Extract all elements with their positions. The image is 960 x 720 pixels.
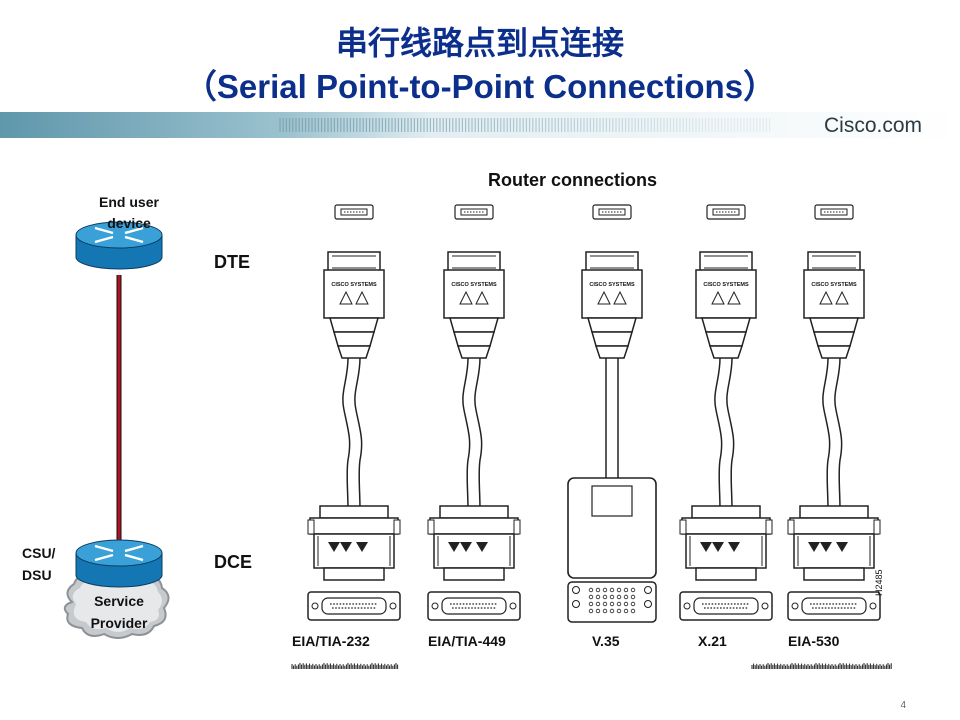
dce-label: DCE bbox=[214, 552, 253, 572]
service-provider-cloud bbox=[63, 568, 170, 639]
csu-dsu-label: CSU/DSU bbox=[22, 542, 55, 586]
figure-code: H2485 bbox=[874, 569, 884, 596]
dce-connector-5 bbox=[787, 505, 881, 581]
page-number: 4 bbox=[900, 700, 906, 711]
service-provider-line2: Provider bbox=[90, 615, 148, 631]
dce-face-4 bbox=[679, 591, 773, 621]
dte-label: DTE bbox=[214, 252, 250, 272]
dce-face-5 bbox=[787, 591, 881, 621]
end-user-label-line2: device bbox=[107, 215, 151, 231]
dte-connector-1 bbox=[323, 251, 385, 359]
cable-body-4 bbox=[714, 357, 735, 511]
csu-dsu-router bbox=[74, 538, 164, 589]
header-banner bbox=[0, 112, 960, 138]
cable-2 bbox=[427, 204, 521, 621]
csu-dsu-label-line1: CSU/ bbox=[22, 545, 56, 561]
dte-connector-3 bbox=[581, 251, 643, 359]
dte-connector-5 bbox=[803, 251, 865, 359]
cable-set bbox=[307, 204, 881, 623]
cable-body-1 bbox=[342, 357, 363, 511]
cable-4 bbox=[679, 204, 773, 621]
banner-stripes bbox=[279, 118, 771, 132]
dte-connector-4 bbox=[695, 251, 757, 359]
cisco-logo: Cisco.com bbox=[824, 114, 923, 137]
dce-face-1 bbox=[307, 591, 401, 621]
connector-label-4: X.21 bbox=[698, 633, 727, 649]
page-title-chinese: 串行线路点到点连接 bbox=[335, 24, 624, 62]
service-provider-line1: Service bbox=[94, 593, 144, 609]
cable-body-3 bbox=[605, 358, 619, 478]
v35-block-top bbox=[591, 485, 633, 517]
dte-connector-2 bbox=[443, 251, 505, 359]
cable-body-2 bbox=[462, 357, 483, 511]
connector-label-1: EIA/TIA-232 bbox=[292, 633, 370, 649]
dte-plug-2 bbox=[454, 204, 494, 220]
title-paren-close: ） bbox=[743, 68, 777, 105]
end-user-label: End user device bbox=[82, 192, 176, 234]
title-paren-open: （ bbox=[183, 68, 217, 105]
cable-1 bbox=[307, 204, 401, 621]
title-english-text: Serial Point-to-Point Connections bbox=[216, 68, 744, 105]
connector-label-2: EIA/TIA-449 bbox=[428, 633, 506, 649]
barcode-strips bbox=[291, 663, 892, 669]
dce-connector-4 bbox=[679, 505, 773, 581]
dte-plug-1 bbox=[334, 204, 374, 220]
dte-plug-3 bbox=[592, 204, 632, 220]
router-connections-label: Router connections bbox=[488, 170, 658, 190]
dte-plug-4 bbox=[706, 204, 746, 220]
cable-3 bbox=[567, 204, 657, 623]
cable-body-5 bbox=[822, 357, 843, 511]
cable-5 bbox=[787, 204, 881, 621]
page-title-english: （Serial Point-to-Point Connections） bbox=[0, 60, 960, 108]
connector-label-3: V.35 bbox=[592, 633, 620, 649]
dce-face-2 bbox=[427, 591, 521, 621]
connector-label-5: EIA-530 bbox=[788, 633, 840, 649]
csu-dsu-label-line2: DSU bbox=[22, 567, 52, 583]
end-user-label-line1: End user bbox=[99, 194, 159, 210]
dce-connector-2 bbox=[427, 505, 521, 581]
dte-plug-5 bbox=[814, 204, 854, 220]
v35-block bbox=[567, 477, 657, 579]
dce-connector-1 bbox=[307, 505, 401, 581]
